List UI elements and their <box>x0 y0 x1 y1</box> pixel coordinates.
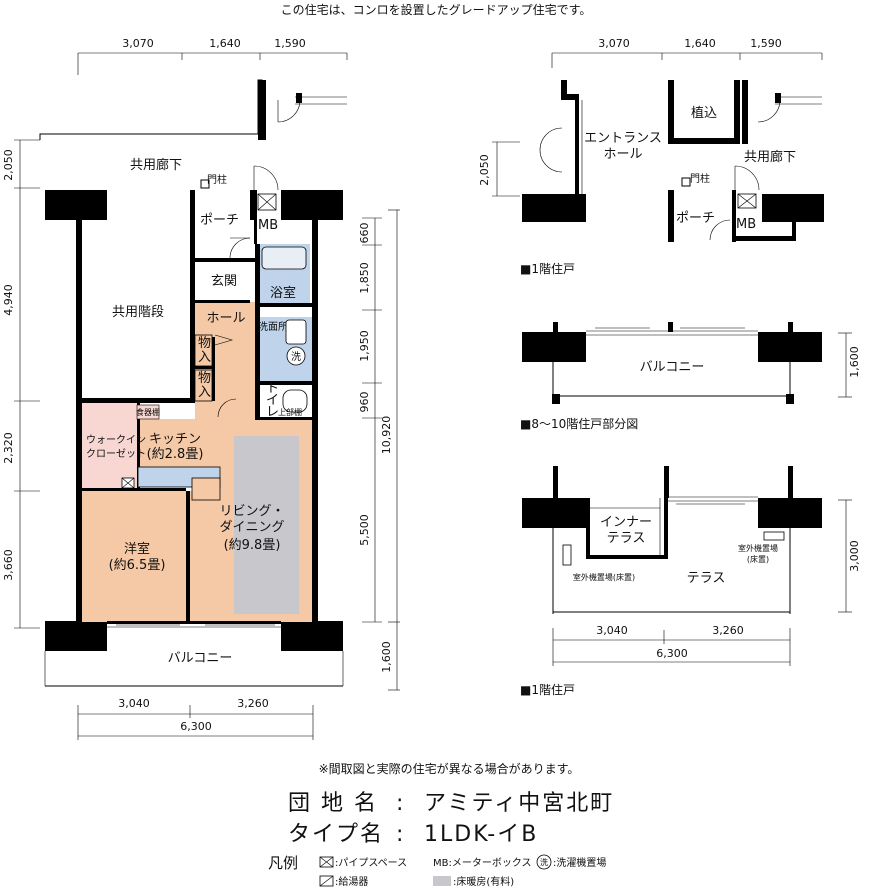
dim-right-3: 1,950 <box>358 330 371 362</box>
dim-bottom-1: 3,040 <box>118 697 150 710</box>
dim-bottom-2: 3,260 <box>237 697 269 710</box>
wash-icon: 洗 <box>291 351 301 363</box>
f1-mb-label: MB <box>736 217 756 232</box>
corridor-label: 共用廊下 <box>130 157 182 173</box>
complex-colon: : <box>396 791 405 816</box>
first-floor-terrace: インナーテラス 室外機置場(床置) 室外機置場(床置) テラス 3,000 3,… <box>520 466 861 697</box>
porch-label: ポーチ <box>200 213 239 228</box>
bath-label: 浴室 <box>270 285 296 301</box>
kitchen-size: (約2.8畳) <box>147 447 204 462</box>
upper-floor-balcony: バルコニー 1,600 ■8～10階住戸部分図 <box>520 322 861 431</box>
inner-terrace-label: インナーテラス <box>600 515 652 546</box>
ac-place-right: 室外機置場(床置) <box>738 543 778 564</box>
western-label: 洋室 <box>124 541 150 557</box>
f1-dim-top-2: 1,640 <box>684 37 716 50</box>
hall-label: ホール <box>206 311 245 326</box>
dim-left-4: 3,660 <box>2 549 15 581</box>
f1-porch-label: ポーチ <box>676 211 715 226</box>
dim-bottom-total: 6,300 <box>180 720 212 733</box>
legend-mb: MB:メーターボックス <box>433 857 532 869</box>
legend-wash-place: :洗濯機置場 <box>553 856 606 869</box>
dim-right-1: 660 <box>358 223 371 244</box>
western-size: (約6.5畳) <box>109 558 166 573</box>
floor-heating-swatch <box>433 876 451 886</box>
type-value: 1LDK-イB <box>424 822 538 847</box>
first-floor-entrance-plan: 3,070 1,640 1,590 2,050 エントランスホール 植込 共用廊… <box>478 37 824 276</box>
legend-title: 凡例 <box>268 854 298 872</box>
complex-value: アミティ中宮北町 <box>424 791 614 816</box>
upper-balcony-dim: 1,600 <box>848 346 861 378</box>
dim-top-2: 1,640 <box>209 37 241 50</box>
main-floor-plan: 3,070 1,640 1,590 2,050 4,940 2,320 3,66… <box>2 37 400 740</box>
mb-label: MB <box>258 218 278 233</box>
entrance-hall-label: エントランスホール <box>584 131 662 162</box>
living-label: リビング・ダイニング <box>219 504 284 535</box>
living-size: (約9.8畳) <box>224 538 281 553</box>
washroom-label: 洗面所 <box>258 321 288 333</box>
upper-cabinet-label: 上部棚 <box>278 407 302 417</box>
kitchen-label: キッチン <box>149 432 201 447</box>
storage2-label: 物入 <box>198 371 211 400</box>
wash-machine-icon <box>536 854 552 870</box>
terrace-label: テラス <box>687 571 726 586</box>
toilet-label: トイレ <box>266 381 279 420</box>
walkin-label: ウォークインクローゼット <box>86 434 146 460</box>
terrace-dim-bottom-1: 3,040 <box>596 624 628 637</box>
upper-balcony-label: バルコニー <box>640 360 705 375</box>
f1-dim-top-1: 3,070 <box>598 37 630 50</box>
f1-dim-top-3: 1,590 <box>750 37 782 50</box>
genkan-label: 玄関 <box>211 274 237 289</box>
dim-right-5: 5,500 <box>358 514 371 546</box>
legend-floor-heating: :床暖房(有料) <box>453 875 514 888</box>
pillar-label: 門柱 <box>207 173 227 186</box>
terrace-dim-bottom-total: 6,300 <box>656 647 688 660</box>
upper-caption: ■8～10階住戸部分図 <box>520 416 638 431</box>
header-note: この住宅は、コンロを設置したグレードアップ住宅です。 <box>281 2 592 17</box>
f1-caption: ■1階住戸 <box>520 261 575 276</box>
planting-label: 植込 <box>691 106 717 121</box>
storage1-label: 物入 <box>198 336 211 365</box>
stairs-label: 共用階段 <box>112 305 164 320</box>
dim-left-1: 2,050 <box>2 149 15 181</box>
dim-total-height: 10,920 <box>380 416 393 455</box>
dish-cabinet-label: 食器棚 <box>136 407 160 417</box>
legend-pipe-space: :パイプスペース <box>335 857 407 869</box>
balcony-label: バルコニー <box>168 651 233 666</box>
type-colon: : <box>396 822 405 847</box>
dim-balcony-depth: 1,600 <box>380 641 393 673</box>
terrace-caption: ■1階住戸 <box>520 682 575 697</box>
dim-top-3: 1,590 <box>274 37 306 50</box>
complex-label: 団 地 名 <box>288 791 378 816</box>
dim-left-2: 4,940 <box>2 284 15 316</box>
terrace-dim-bottom-2: 3,260 <box>712 624 744 637</box>
dim-right-4: 960 <box>358 392 371 413</box>
ac-place-left: 室外機置場(床置) <box>573 572 635 582</box>
legend-water-heater: :給湯器 <box>335 875 368 888</box>
f1-pillar-label: 門柱 <box>690 172 710 185</box>
legend-wash-icon: 洗 <box>540 857 548 867</box>
f1-dim-left: 2,050 <box>478 154 491 186</box>
dim-left-3: 2,320 <box>2 432 15 464</box>
dim-right-2: 1,850 <box>358 262 371 294</box>
terrace-dim-right: 3,000 <box>848 540 861 572</box>
disclaimer: ※間取図と実際の住宅が異なる場合があります。 <box>319 761 580 776</box>
f1-corridor-label: 共用廊下 <box>744 149 796 165</box>
type-label: タイプ名 <box>288 822 384 847</box>
dim-top-1: 3,070 <box>122 37 154 50</box>
